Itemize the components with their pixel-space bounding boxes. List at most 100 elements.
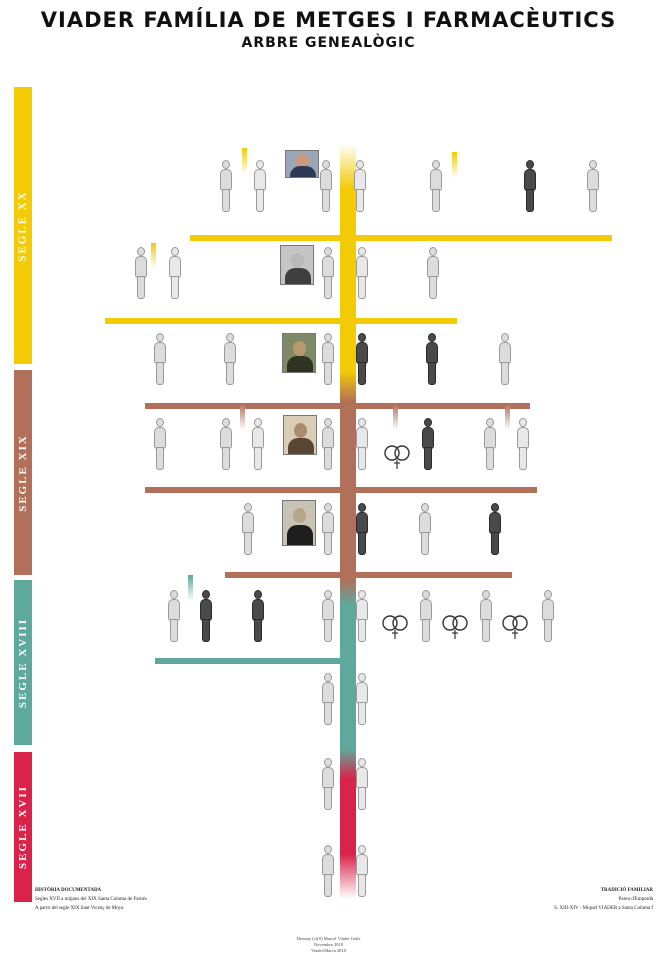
person-figure: [420, 418, 436, 470]
person-figure: [152, 418, 168, 470]
notes-left-line1: Segles XVII a mitjans del XIX Santa Colo…: [35, 897, 147, 902]
credits-line1: Disseny (c)(S) Marcel Viader Geliz: [296, 936, 361, 941]
person-figure: [354, 758, 370, 810]
person-figure: [320, 845, 336, 897]
portrait-clothing: [287, 356, 313, 372]
person-figure: [320, 503, 336, 555]
generation-bar-4: [145, 487, 537, 493]
person-figure: [218, 418, 234, 470]
notes-left: HISTÒRIA DOCUMENTADA Segles XVII a mitja…: [35, 886, 147, 913]
portrait-face: [293, 508, 306, 523]
person-figure: [354, 845, 370, 897]
person-figure: [425, 247, 441, 299]
person-figure: [522, 160, 538, 212]
notes-left-line2: A partir del segle XIX Sant Vicenç de Mo…: [35, 906, 124, 911]
accent-bar: [242, 148, 247, 174]
person-figure: [354, 333, 370, 385]
generation-bar-5: [225, 572, 512, 578]
marriage-symbol-icon: [502, 615, 528, 639]
person-figure: [320, 673, 336, 725]
portrait-clothing: [287, 525, 313, 545]
marriage-symbol-icon: [442, 615, 468, 639]
person-figure: [320, 590, 336, 642]
portrait-photo: [285, 150, 319, 178]
page-subtitle: ARBRE GENEALÒGIC: [241, 35, 416, 51]
person-figure: [352, 160, 368, 212]
person-figure: [167, 247, 183, 299]
person-figure: [250, 418, 266, 470]
accent-bar: [393, 404, 398, 430]
person-figure: [320, 418, 336, 470]
era-band-xix: SEGLE XIX: [14, 370, 32, 575]
portrait-clothing: [288, 438, 314, 454]
era-band-xx: SEGLE XX: [14, 87, 32, 364]
person-figure: [354, 673, 370, 725]
person-figure: [424, 333, 440, 385]
person-figure: [354, 247, 370, 299]
person-figure: [320, 333, 336, 385]
generation-bar-2: [105, 318, 457, 324]
portrait-face: [293, 341, 306, 356]
person-figure: [428, 160, 444, 212]
accent-bar: [240, 404, 245, 430]
accent-bar: [188, 575, 193, 601]
marriage-symbol-icon: [384, 445, 410, 469]
person-figure: [198, 590, 214, 642]
portrait-photo: [282, 333, 316, 373]
person-figure: [252, 160, 268, 212]
person-figure: [354, 503, 370, 555]
generation-bar-6: [155, 658, 350, 664]
person-figure: [478, 590, 494, 642]
person-figure: [133, 247, 149, 299]
era-label-xviii: SEGLE XVIII: [17, 617, 30, 708]
trunk-segment-xix: [340, 371, 356, 579]
person-figure: [218, 160, 234, 212]
portrait-face: [296, 154, 309, 169]
accent-bar: [505, 404, 510, 430]
marriage-symbol-icon: [382, 615, 408, 639]
person-figure: [222, 333, 238, 385]
portrait-face: [291, 253, 304, 268]
notes-right-line1: Pareu d'Empordà: [618, 897, 653, 902]
era-band-xviii: SEGLE XVIII: [14, 580, 32, 745]
person-figure: [152, 333, 168, 385]
trunk-segment-xx: [340, 143, 356, 371]
portrait-face: [294, 423, 307, 438]
portrait-photo: [280, 245, 314, 285]
person-figure: [418, 590, 434, 642]
person-figure: [417, 503, 433, 555]
person-figure: [497, 333, 513, 385]
era-label-xix: SEGLE XIX: [17, 433, 30, 512]
person-figure: [318, 160, 334, 212]
person-figure: [487, 503, 503, 555]
person-figure: [540, 590, 556, 642]
portrait-clothing: [290, 166, 316, 177]
portrait-clothing: [285, 268, 311, 284]
person-figure: [354, 418, 370, 470]
person-figure: [515, 418, 531, 470]
person-figure: [354, 590, 370, 642]
era-band-xvii: SEGLE XVII: [14, 752, 32, 902]
accent-bar: [151, 243, 156, 269]
notes-right-line2: S. XIII-XIV - Miquel VIADER a Santa Colo…: [554, 906, 653, 911]
credits-line2: Novembre 2018: [313, 942, 344, 947]
page-title: VIADER FAMÍLIA DE METGES I FARMACÈUTICS: [40, 8, 617, 32]
credits: Disseny (c)(S) Marcel Viader Geliz Novem…: [0, 936, 657, 954]
portrait-photo: [282, 500, 316, 546]
person-figure: [166, 590, 182, 642]
person-figure: [320, 247, 336, 299]
notes-right: TRADICIÓ FAMILIAR Pareu d'Empordà S. XII…: [554, 886, 653, 913]
trunk-segment-xvii: [340, 749, 356, 899]
era-label-xx: SEGLE XX: [17, 189, 30, 262]
notes-left-title: HISTÒRIA DOCUMENTADA: [35, 888, 102, 893]
person-figure: [250, 590, 266, 642]
person-figure: [585, 160, 601, 212]
trunk-segment-xviii: [340, 579, 356, 749]
portrait-photo: [283, 415, 317, 455]
notes-right-title: TRADICIÓ FAMILIAR: [600, 888, 653, 893]
era-label-xvii: SEGLE XVII: [17, 785, 30, 869]
person-figure: [240, 503, 256, 555]
person-figure: [320, 758, 336, 810]
generation-bar-3: [145, 403, 530, 409]
credits-line3: Viader/Marca 2018: [311, 948, 346, 953]
